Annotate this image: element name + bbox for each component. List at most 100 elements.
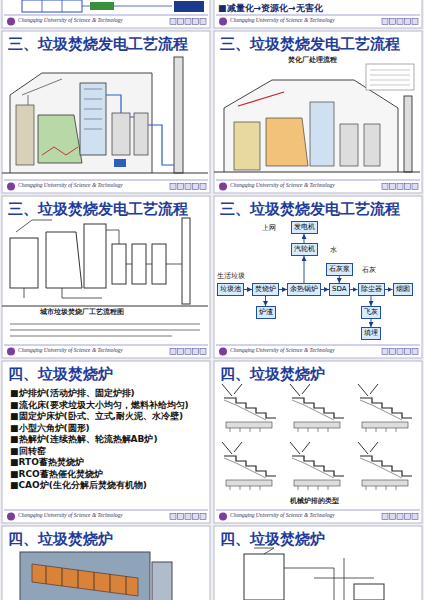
grate-types <box>222 384 412 490</box>
list-item: ■炉排炉(活动炉排、固定炉排) <box>10 387 135 400</box>
list-item: ■热解炉(连续热解、轮流热解AB炉) <box>10 433 158 446</box>
slide-frame <box>2 196 210 358</box>
flow-label: 石灰 <box>362 265 376 275</box>
nav-button <box>193 19 199 25</box>
slide-title: 四、垃圾焚烧炉 <box>220 530 325 549</box>
flow-arrow <box>304 234 305 243</box>
nav-button <box>185 19 191 25</box>
grate-sketch <box>290 384 344 432</box>
flow-label: 生活垃圾 <box>217 271 245 281</box>
nav-button <box>193 184 199 190</box>
slide-title: 三、垃圾焚烧发电工艺流程 <box>220 200 400 219</box>
slide-frame <box>214 31 422 193</box>
ground-line <box>2 306 208 307</box>
list-item: ■小型六角炉(圆形) <box>10 422 90 435</box>
process-box: 石灰浆 <box>326 263 353 276</box>
nav-button <box>390 514 396 520</box>
kiln-housing <box>20 552 150 600</box>
nav-button <box>193 514 199 520</box>
nav-button <box>185 514 191 520</box>
nav-button <box>200 514 206 520</box>
slide-frame <box>214 0 422 28</box>
nav-button <box>412 19 418 25</box>
scrubber <box>112 113 130 155</box>
nav-button <box>185 349 191 355</box>
building-outline <box>224 80 398 172</box>
bunker <box>10 238 38 288</box>
diagram-box <box>90 2 114 10</box>
boiler-tubes <box>84 89 102 129</box>
footer-rule <box>4 345 208 346</box>
slide-frame <box>214 196 422 358</box>
furnace <box>38 115 82 163</box>
box-text: 发电机 <box>294 223 315 232</box>
university-logo <box>7 183 15 191</box>
process-box: 烟囱 <box>393 283 413 296</box>
box-text: 填埋 <box>364 329 378 338</box>
flow-arrow <box>321 289 329 290</box>
list-item: ■RCO蓄热催化焚烧炉 <box>10 468 103 481</box>
slide-frame <box>214 361 422 523</box>
crane <box>22 79 62 105</box>
nav-button <box>178 19 184 25</box>
furnace <box>46 232 82 288</box>
stack <box>404 96 412 172</box>
box-text: SDA <box>332 285 347 294</box>
box-text: 垃圾池 <box>220 285 241 294</box>
filter <box>132 244 146 284</box>
nav-button <box>397 184 403 190</box>
boiler <box>84 224 106 288</box>
box-text: 余热锅炉 <box>290 285 318 294</box>
bunker <box>16 105 34 165</box>
nav-button <box>390 184 396 190</box>
process-drawing <box>2 218 208 336</box>
legend-rows <box>370 70 410 85</box>
list-item: ■回转窑 <box>10 445 46 458</box>
plant-layout <box>214 64 420 172</box>
nav-button <box>405 184 411 190</box>
grate-sketch <box>358 442 412 490</box>
plant-cutaway <box>2 57 208 173</box>
slide-title: 三、垃圾焚烧发电工艺流程 <box>8 200 188 219</box>
nav-button <box>390 19 396 25</box>
flow-arrow <box>371 296 372 306</box>
process-box: 填埋 <box>361 327 381 340</box>
slide-title: 四、垃圾焚烧炉 <box>8 530 113 549</box>
nav-button <box>200 19 206 25</box>
slide-title: 四、垃圾焚烧炉 <box>220 365 325 384</box>
crane <box>238 92 284 106</box>
slide-title: 三、垃圾焚烧发电工艺流程 <box>220 35 400 54</box>
footer-text: Chongqing University of Science & Techno… <box>18 182 123 188</box>
box-text: 飞灰 <box>364 308 378 317</box>
flow-arrow <box>244 289 252 290</box>
process-box: 飞灰 <box>361 306 381 319</box>
process-box: 焚烧炉 <box>252 283 279 296</box>
nav-button <box>397 19 403 25</box>
flow-label: 水 <box>330 245 337 255</box>
nav-button <box>390 349 396 355</box>
figure-caption: 机械炉排的类型 <box>290 497 339 506</box>
scrubber <box>340 124 358 166</box>
nav-button <box>405 19 411 25</box>
slide-frame <box>214 526 422 600</box>
ground-line <box>214 172 420 173</box>
process-box: SDA <box>329 283 350 296</box>
process-box: 余热锅炉 <box>287 283 321 296</box>
nav-button <box>178 184 184 190</box>
grate-sketch <box>222 384 276 432</box>
flow-label: 上网 <box>262 223 276 233</box>
university-logo <box>219 18 227 26</box>
nav-button <box>397 349 403 355</box>
kiln-end <box>152 562 172 600</box>
university-logo <box>7 18 15 26</box>
nav-button <box>397 514 403 520</box>
figure-caption: 城市垃圾焚烧厂工艺流程图 <box>40 308 124 317</box>
slide-frame <box>2 526 210 600</box>
nav-button <box>382 19 388 25</box>
diagram-box <box>174 1 204 12</box>
nav-button <box>170 514 176 520</box>
nav-button <box>200 349 206 355</box>
nav-button <box>170 184 176 190</box>
slide-frame <box>2 31 210 193</box>
